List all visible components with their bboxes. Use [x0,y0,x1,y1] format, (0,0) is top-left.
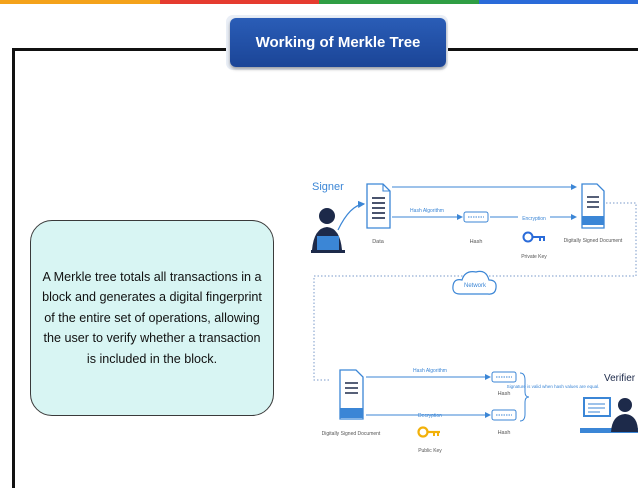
hash-label-top: Hash [470,239,483,245]
signed-doc-label-top-text: Digitally Signed Document [564,238,623,244]
private-key-label: Private Key [521,254,547,260]
public-key-label: Public Key [418,448,442,454]
signed-doc-label-top: Digitally Signed Document [564,238,623,244]
description-text: A Merkle tree totals all transactions in… [31,267,273,370]
slide-title: Working of Merkle Tree [230,18,446,67]
stripe-orange [0,0,160,4]
hash-box-bottom-1 [492,372,516,382]
hash-box-top [464,212,488,222]
decryption-label: Decryption [418,413,442,419]
verifier-label: Verifier [604,373,636,384]
signed-document-icon-top [582,184,604,228]
signer-label: Signer [312,181,344,193]
signature-note: Signature is valid when hash values are … [507,384,600,389]
top-color-stripe [0,0,638,4]
hash-label-bottom-2: Hash [498,430,511,436]
stripe-red [160,0,320,4]
signature-note-text: Signature is valid when hash values are … [507,384,600,389]
hash-box-bottom-2 [492,410,516,420]
hash-algorithm-label-bottom: Hash Algorithm [413,368,447,374]
signer-person-icon [311,208,345,253]
network-label: Network [464,283,487,289]
signed-document-icon-bottom [340,370,363,419]
stripe-green [319,0,479,4]
verifier-person-icon [580,398,638,433]
data-label: Data [372,239,385,245]
encryption-label: Encryption [522,216,546,222]
private-key-icon [524,233,546,242]
hash-label-bottom-1: Hash [498,391,511,397]
description-box: A Merkle tree totals all transactions in… [30,220,274,416]
signed-doc-label-bottom: Digitally Signed Document [322,431,381,437]
data-document-icon [367,184,390,228]
digital-signature-diagram: Signer Data Hash Algorithm Hash Encrypti… [300,170,638,470]
public-key-icon [419,428,441,437]
hash-algorithm-label-top: Hash Algorithm [410,208,444,214]
stripe-blue [479,0,638,4]
